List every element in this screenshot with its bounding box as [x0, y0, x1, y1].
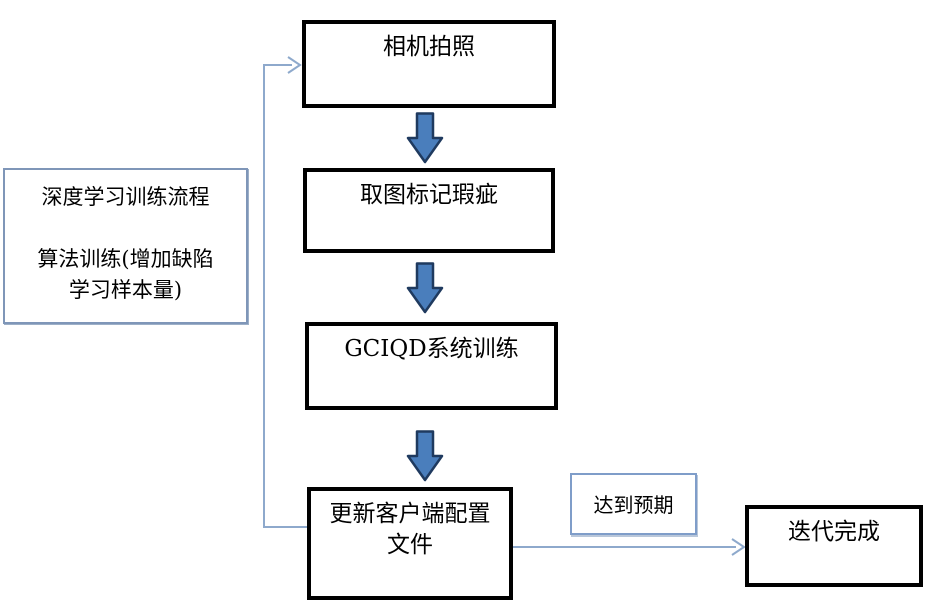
- step-camera-capture-box: 相机拍照: [302, 20, 556, 108]
- note-box: 深度学习训练流程 算法训练(增加缺陷 学习样本量): [3, 168, 248, 324]
- step-system-training-box: GCIQD系统训练: [305, 322, 558, 410]
- step-mark-defects-box: 取图标记瑕疵: [303, 168, 555, 253]
- step-update-config-label-line1: 更新客户端配置: [329, 501, 491, 527]
- result-arrowhead-icon: [731, 538, 746, 556]
- down-block-arrow-icon: [406, 430, 444, 482]
- edge-label-box: 达到预期: [570, 473, 697, 535]
- end-iteration-complete-label: 迭代完成: [788, 519, 880, 545]
- note-line-1: 深度学习训练流程: [41, 185, 210, 209]
- step-mark-defects-label: 取图标记瑕疵: [360, 182, 498, 208]
- note-line-3: 学习样本量): [68, 278, 183, 302]
- down-block-arrow-icon: [406, 262, 444, 314]
- step-update-config-label-line2: 文件: [387, 532, 433, 559]
- note-line-2: 算法训练(增加缺陷: [37, 246, 214, 271]
- edge-label-text: 达到预期: [593, 493, 674, 517]
- step-system-training-label: GCIQD系统训练: [344, 336, 519, 362]
- feedback-connector-line: [263, 64, 307, 528]
- note-spacer: [5, 214, 246, 244]
- end-iteration-complete-box: 迭代完成: [745, 505, 923, 587]
- step-update-config-box: 更新客户端配置 文件: [307, 487, 513, 600]
- step-camera-capture-label: 相机拍照: [383, 34, 475, 60]
- feedback-arrowhead-icon: [287, 56, 302, 74]
- down-block-arrow-icon: [406, 112, 444, 164]
